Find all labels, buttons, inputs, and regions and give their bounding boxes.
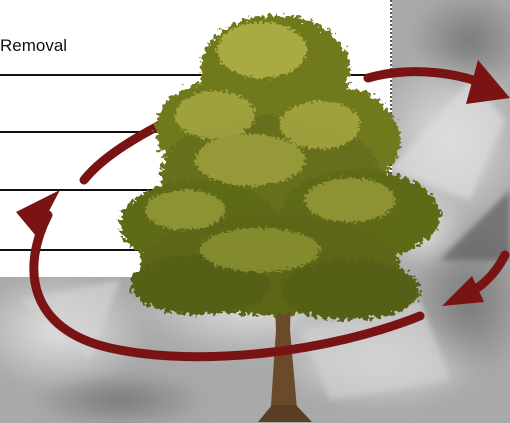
arrowhead-left: [16, 190, 60, 236]
arrowhead-top-right: [466, 60, 510, 104]
cycle-arrow-back: [84, 122, 166, 180]
arrowhead-bottom-right: [442, 276, 484, 306]
